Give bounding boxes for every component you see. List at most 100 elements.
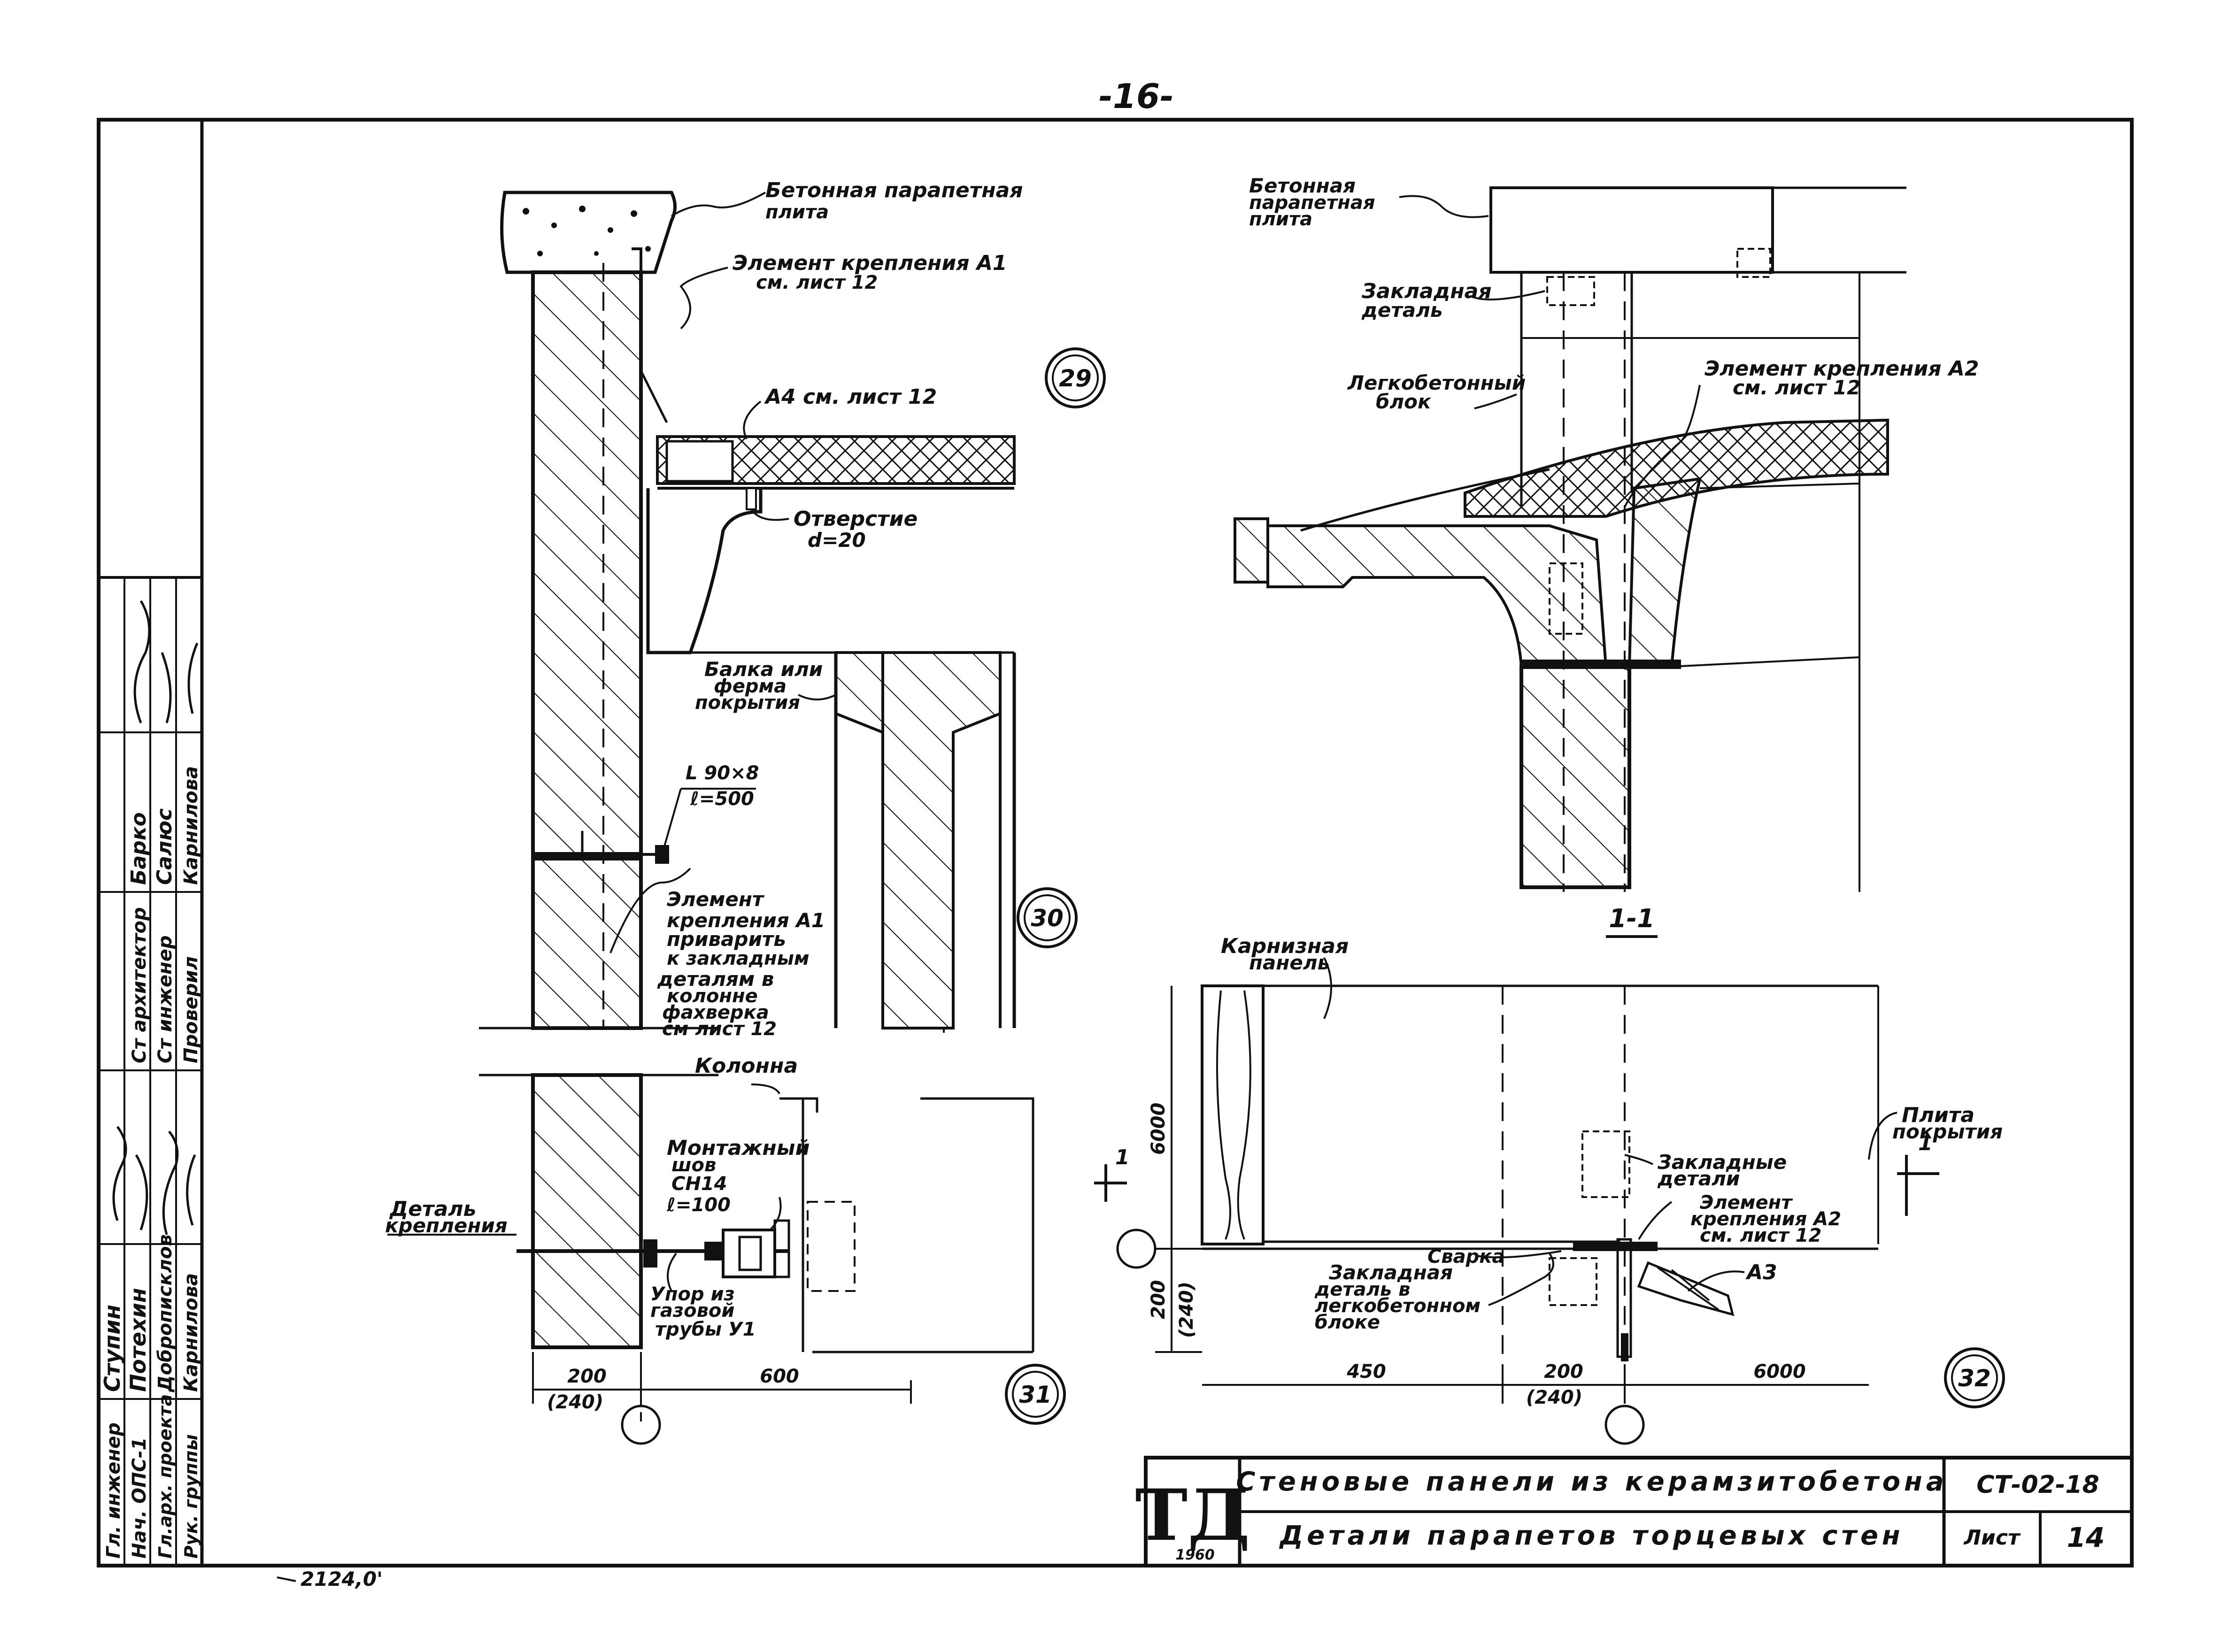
s11-fastening-line2: см. лист 12 [1733,376,1860,399]
title-line-1: Стеновые панели из керамзитобетона [1236,1467,1947,1497]
s11-embedded-line2: деталь [1361,299,1442,322]
title-logo: ТД [1135,1474,1250,1557]
d32-fastening-line2: крепления А2 [1690,1208,1841,1230]
d30-fastening-line2: крепления А1 [667,909,825,932]
s11-embedded-line1: Закладная [1361,279,1492,303]
detail-30-labels: L 90×8 ℓ=500 Элемент крепления А1 привар… [609,762,1078,1040]
d32-cut-mark-left: 1 [1115,1145,1130,1169]
d32-a3-label: А3 [1745,1260,1777,1284]
d31-dim-200: 200 [567,1366,607,1387]
d30-fastening-line7: фахверка [662,1002,769,1023]
detail-30-number: 30 [1031,905,1064,932]
d29-fastening-line2: см. лист 12 [756,272,878,293]
d29-hole-line1: Отверстие [794,507,918,531]
d31-column-label: Колонна [695,1054,798,1078]
scan-note: 2124,0' [301,1567,383,1591]
name-2: Потехин [125,1288,151,1392]
s11-parapet-line1: Бетонная [1249,174,1356,197]
d32-block-line3: легкобетонном [1315,1295,1481,1317]
role-7: Проверил [180,956,202,1063]
role-3: Гл.арх. проекта [155,1394,176,1559]
d30-angle-line1: L 90×8 [686,762,759,784]
d32-dim-240-vert: (240) [1176,1282,1197,1338]
d31-dim-600: 600 [760,1366,799,1387]
d32-block-line1: Закладная [1328,1261,1453,1284]
section-1-1-labels: Бетонная парапетная плита Закладная дета… [1249,174,1979,938]
detail-31-labels: Колонна Монтажный шов СН14 ℓ=100 Деталь … [385,1054,1066,1425]
d31-detail-line2: крепления [385,1214,508,1237]
d30-fastening-line8: см лист 12 [662,1018,777,1040]
section-1-1-title: 1-1 [1609,904,1655,933]
d32-embedded-line1: Закладные [1657,1151,1787,1174]
d29-beam-line1: Балка или [704,658,823,681]
d32-cornice-line2: панель [1249,951,1330,974]
signature-marks [112,600,199,1235]
d29-beam-line3: покрытия [695,692,800,714]
role-1: Гл. инженер [103,1422,124,1559]
detail-29-30-drawing [479,191,1016,1349]
detail-31-marker [1005,1364,1066,1425]
d31-stop-line1: Упор из [650,1283,735,1305]
role-5: Ст архитектор [129,907,150,1063]
name-5: Барко [127,812,151,885]
d30-fastening-line5: деталям в [657,968,774,991]
s11-parapet-line2: парапетная [1249,192,1375,214]
d30-angle-line2: ℓ=500 [690,788,754,810]
detail-31-drawing [517,1097,1034,1445]
name-7: Карнилова [180,766,202,885]
d31-seam-line1: Монтажный [667,1136,810,1160]
d31-seam-line3: СН14 [671,1173,727,1195]
detail-31-number: 31 [1019,1381,1052,1408]
d31-dim-240: (240) [547,1391,603,1413]
d31-seam-line4: ℓ=100 [666,1194,731,1216]
d29-beam-line2: ферма [714,676,787,697]
role-6: Ст инженер [154,936,176,1063]
d32-cut-mark-right: 1 [1918,1131,1933,1155]
d30-fastening-line3: приварить [667,928,786,951]
page-number: -16- [1099,77,1174,116]
d32-dim-200: 200 [1544,1361,1583,1383]
d29-fastening-line1: Элемент крепления А1 [733,251,1007,275]
detail-29-marker [1045,347,1106,408]
d32-roof-line2: покрытия [1892,1120,2003,1143]
d31-seam-line2: шов [671,1154,716,1176]
d30-fastening-line1: Элемент [667,888,765,911]
d29-parapet-line2: плита [765,201,829,223]
title-code: СТ-02-18 [1976,1471,2099,1499]
title-block: ТД 1960 Стеновые панели из керамзитобето… [1135,1456,2134,1567]
section-1-1-drawing [1234,186,1906,892]
d31-detail-line1: Деталь [389,1197,476,1221]
d32-cornice-line1: Карнизная [1221,934,1349,958]
s11-block-line1: Легкобетонный [1347,371,1526,394]
detail-32-marker [1944,1347,2005,1408]
d29-a4-label: А4 см. лист 12 [764,385,937,409]
detail-32-drawing [1094,984,1939,1445]
detail-29-labels: Бетонная парапетная плита Элемент крепле… [671,178,1106,714]
s11-parapet-line3: плита [1249,208,1312,230]
d29-parapet-line1: Бетонная парапетная [765,178,1023,202]
detail-32-labels: Карнизная панель Плита покрытия Закладны… [1115,934,2005,1408]
detail-30-marker [1017,887,1078,948]
d30-fastening-line6: колонне [667,985,758,1007]
title-year: 1960 [1175,1547,1215,1563]
name-3: Доброписклов [154,1234,176,1393]
d31-stop-line3: трубы У1 [655,1319,756,1340]
d32-block-line4: блоке [1315,1312,1380,1333]
d31-stop-line2: газовой [650,1300,734,1322]
d30-fastening-line4: к закладным [667,948,810,969]
d32-dim-200-vert: 200 [1148,1280,1169,1320]
d32-embedded-line2: детали [1657,1167,1740,1190]
name-1: Ступин [100,1305,125,1392]
d32-block-line2: деталь в [1314,1279,1410,1300]
d32-dim-6000-vert: 6000 [1148,1103,1169,1155]
title-sheet-number: 14 [2067,1521,2105,1553]
s11-fastening-line1: Элемент крепления А2 [1705,357,1979,381]
title-sheet-label: Лист [1963,1526,2021,1550]
name-4: Карнилова [180,1273,202,1392]
detail-32-number: 32 [1958,1365,1991,1392]
d32-dim-240: (240) [1526,1387,1582,1408]
d32-fastening-line3: см. лист 12 [1700,1225,1821,1246]
sheet-frame [97,118,2134,1567]
d29-hole-line2: d=20 [808,529,866,552]
